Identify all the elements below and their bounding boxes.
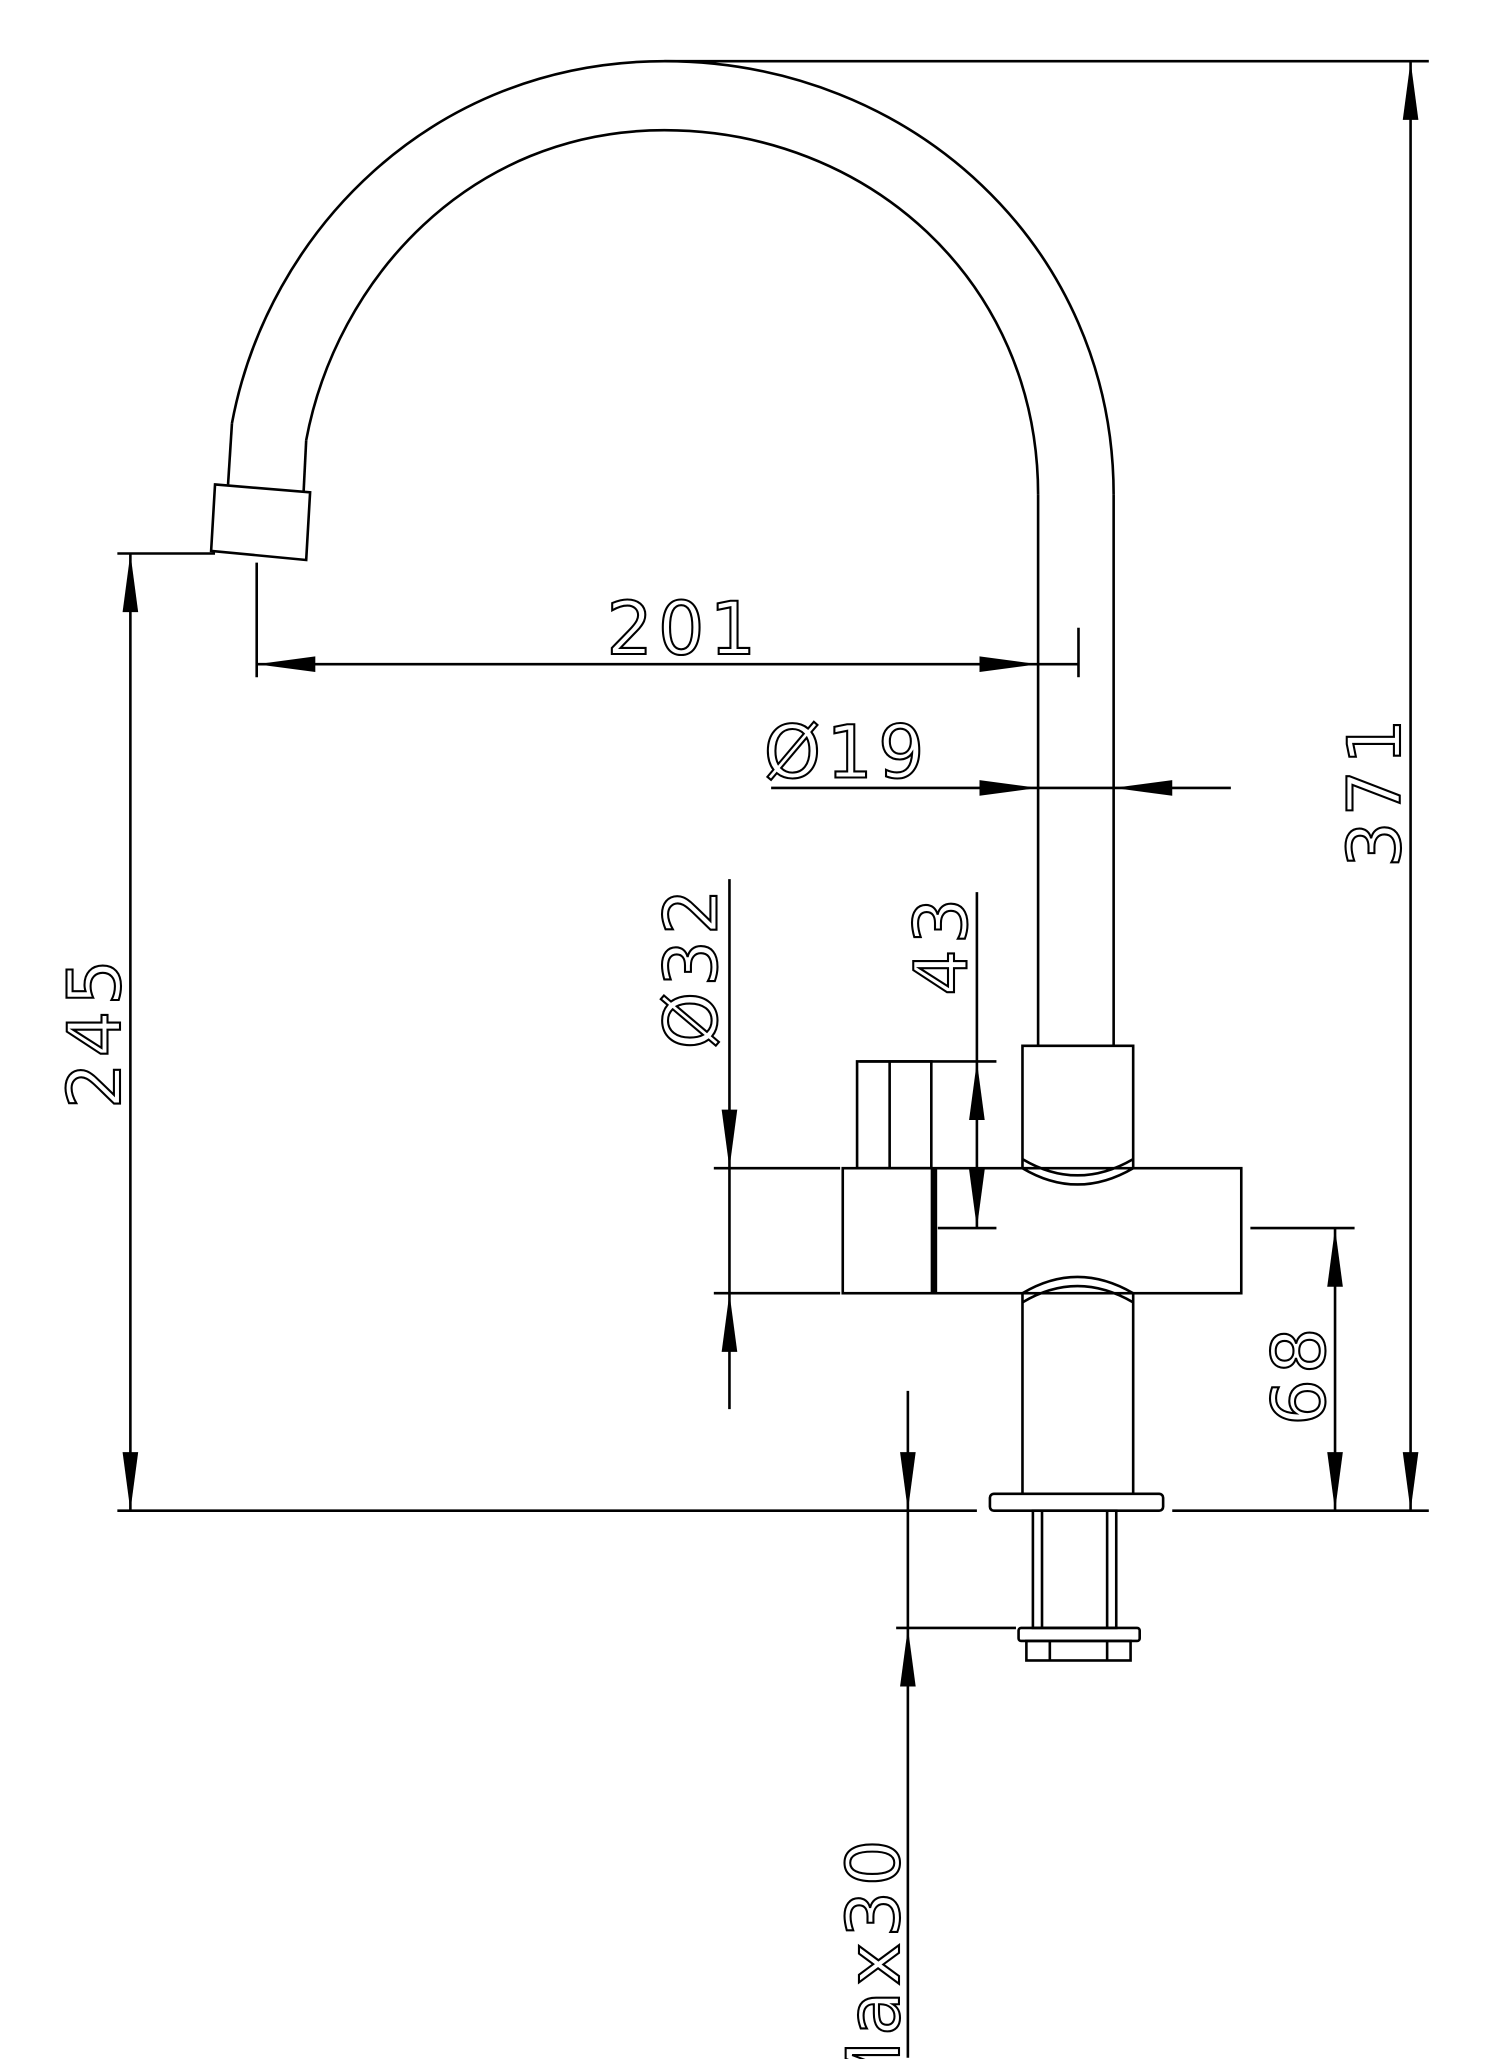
- dimension-body-diameter: Ø32: [648, 879, 738, 1410]
- lower-column-saddle: [1021, 1275, 1134, 1295]
- spout-left-edge: [226, 423, 234, 485]
- dimension-handle-height: 43: [898, 892, 986, 1229]
- dimension-label-201: 201: [606, 587, 761, 672]
- upper-collar-saddle-inner: [1021, 1157, 1134, 1177]
- upper-collar-saddle: [1021, 1167, 1134, 1186]
- spout-inner-arc: [304, 128, 1040, 495]
- dimension-label-68: 68: [1258, 1322, 1343, 1425]
- extension-lines: [117, 59, 1429, 1630]
- dimension-spout-reach: 201: [256, 586, 1079, 673]
- arrow-right: [979, 656, 1039, 673]
- mounting-nut: [1025, 1639, 1132, 1662]
- dimension-label-43: 43: [899, 893, 984, 996]
- dimension-total-height: 371: [1332, 61, 1419, 1511]
- dimension-spout-height: 245: [52, 553, 139, 1511]
- lower-column: [1021, 1293, 1135, 1494]
- base-plate: [988, 1492, 1165, 1513]
- dimension-body-height: 68: [1257, 1228, 1344, 1511]
- lower-column-saddle-inner: [1021, 1284, 1134, 1304]
- mixer-body: [841, 1166, 1243, 1295]
- dimension-label-max30: Max30: [832, 1834, 917, 2059]
- spout-outer-arc: [230, 59, 1115, 495]
- arrow-left: [256, 656, 316, 673]
- lever-handle: [855, 1060, 933, 1170]
- spout-right-edge: [302, 440, 308, 493]
- dimension-label-d19: Ø19: [764, 710, 930, 795]
- upper-collar: [1021, 1044, 1135, 1169]
- mounting-shank: [1031, 1509, 1118, 1630]
- dimension-label-245: 245: [53, 954, 138, 1109]
- dimension-spout-diameter: Ø19: [763, 709, 1231, 797]
- aerator-nozzle: [209, 483, 312, 562]
- mounting-nut-washer: [1017, 1626, 1141, 1643]
- dimension-max-deck-thickness: Max30: [831, 1390, 918, 2059]
- dimension-label-371: 371: [1333, 713, 1418, 868]
- faucet-outline: [209, 59, 1243, 1662]
- dimension-label-d32: Ø32: [649, 883, 734, 1049]
